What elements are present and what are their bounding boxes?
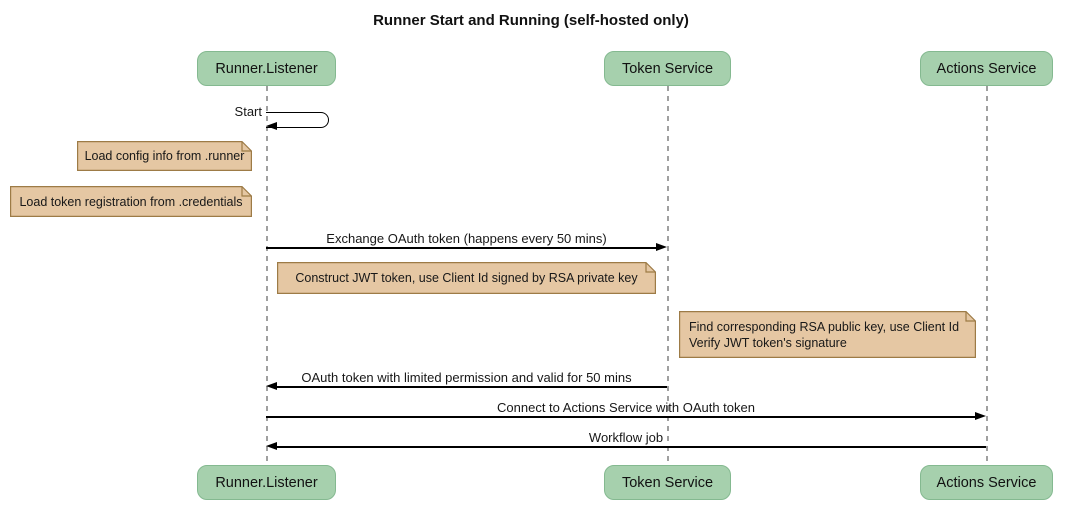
arrowhead-icon bbox=[266, 442, 277, 450]
arrowhead-icon bbox=[656, 243, 667, 251]
note-shape bbox=[679, 311, 976, 358]
note-text: Find corresponding RSA public key, use C… bbox=[689, 319, 960, 350]
note-load-config: Load config info from .runner bbox=[77, 141, 252, 171]
note-load-token-registration: Load token registration from .credential… bbox=[10, 186, 252, 217]
message-workflow-job-label: Workflow job bbox=[588, 430, 664, 445]
arrowhead-icon bbox=[975, 412, 986, 420]
message-connect-actions-line bbox=[266, 416, 977, 418]
note-text: Load token registration from .credential… bbox=[19, 194, 243, 209]
actor-label: Runner.Listener bbox=[215, 60, 318, 77]
actor-bottom-token-service: Token Service bbox=[604, 465, 731, 500]
actor-top-actions-service: Actions Service bbox=[920, 51, 1053, 86]
message-exchange-oauth-line bbox=[266, 247, 658, 249]
lifeline-actions-service bbox=[986, 86, 988, 466]
note-shape bbox=[77, 141, 252, 171]
self-loop-arrow bbox=[266, 112, 329, 128]
actor-label: Token Service bbox=[621, 60, 714, 77]
actor-label: Actions Service bbox=[936, 474, 1037, 491]
lifeline-token-service bbox=[667, 86, 669, 466]
diagram-title: Runner Start and Running (self-hosted on… bbox=[373, 12, 689, 29]
actor-label: Actions Service bbox=[936, 60, 1037, 77]
message-connect-actions-label: Connect to Actions Service with OAuth to… bbox=[497, 400, 755, 415]
actor-bottom-runner-listener: Runner.Listener bbox=[197, 465, 336, 500]
note-text: Load config info from .runner bbox=[84, 149, 245, 163]
arrowhead-icon bbox=[266, 382, 277, 390]
message-start-label: Start bbox=[234, 104, 262, 119]
note-shape bbox=[10, 186, 252, 217]
message-workflow-job-line bbox=[275, 446, 986, 448]
actor-label: Runner.Listener bbox=[215, 474, 318, 491]
actor-top-runner-listener: Runner.Listener bbox=[197, 51, 336, 86]
message-oauth-token-return-label: OAuth token with limited permission and … bbox=[301, 370, 632, 385]
actor-label: Token Service bbox=[621, 474, 714, 491]
actor-top-token-service: Token Service bbox=[604, 51, 731, 86]
note-construct-jwt: Construct JWT token, use Client Id signe… bbox=[277, 262, 656, 294]
arrowhead-icon bbox=[266, 122, 277, 130]
message-exchange-oauth-label: Exchange OAuth token (happens every 50 m… bbox=[326, 231, 607, 246]
message-oauth-token-return-line bbox=[275, 386, 667, 388]
note-shape bbox=[277, 262, 656, 294]
lifeline-runner-listener bbox=[266, 86, 268, 466]
note-verify-jwt: Find corresponding RSA public key, use C… bbox=[679, 311, 976, 358]
note-text: Construct JWT token, use Client Id signe… bbox=[295, 271, 638, 285]
actor-bottom-actions-service: Actions Service bbox=[920, 465, 1053, 500]
